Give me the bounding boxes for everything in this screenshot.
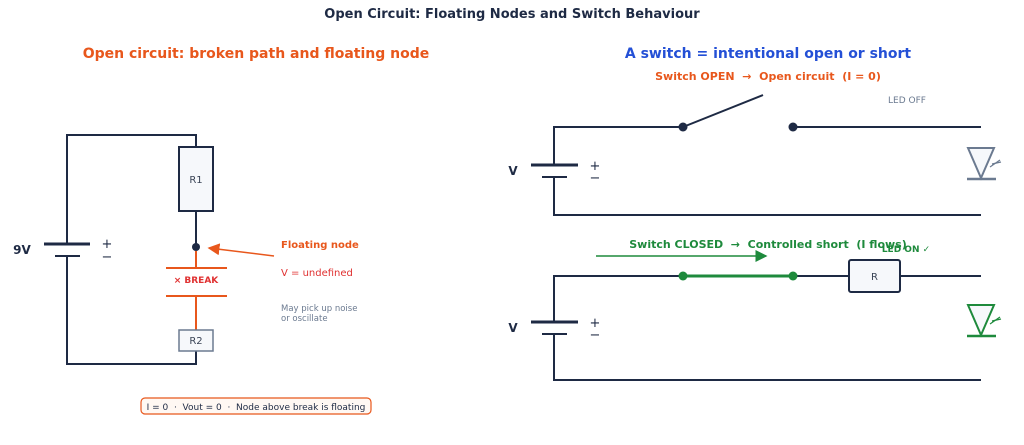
- led-on-label: LED ON ✓: [882, 245, 930, 255]
- open-circuit-wires: [553, 126, 981, 216]
- floating-node-arrow: [207, 243, 275, 257]
- closed-battery-minus: −: [590, 328, 601, 343]
- resistor-r-label: R: [871, 272, 878, 283]
- r2-label: R2: [189, 336, 202, 347]
- resistor-r2: R2: [178, 329, 214, 352]
- right-heading: A switch = intentional open or short: [625, 46, 912, 62]
- left-panel: Open circuit: broken path and floating n…: [13, 46, 430, 415]
- break-label: × BREAK: [174, 276, 220, 286]
- closed-battery-label: V: [508, 321, 518, 335]
- floating-node-dot: [192, 243, 200, 251]
- noise-note-line1: May pick up noise: [281, 304, 357, 314]
- battery-9v: 9V + −: [13, 237, 112, 265]
- summary-text: I = 0 · Vout = 0 · Node above break is f…: [147, 403, 366, 413]
- resistor-r1: R1: [178, 146, 214, 212]
- closed-battery: V + −: [508, 316, 600, 343]
- noise-note-line2: or oscillate: [281, 314, 328, 324]
- open-battery: V + −: [508, 159, 600, 186]
- closed-caption: Switch CLOSED → Controlled short (I flow…: [629, 238, 907, 251]
- battery-label: 9V: [13, 243, 31, 257]
- open-battery-label: V: [508, 164, 518, 178]
- open-switch: [678, 94, 798, 132]
- battery-minus: −: [102, 250, 113, 265]
- open-battery-plus: +: [590, 159, 601, 174]
- closed-switch: [678, 271, 798, 281]
- resistor-r: R: [848, 259, 901, 293]
- open-switch-circuit: Switch OPEN → Open circuit (I = 0) V + −: [508, 70, 1002, 216]
- r1-label: R1: [189, 175, 202, 186]
- summary-box: I = 0 · Vout = 0 · Node above break is f…: [140, 397, 372, 415]
- page-title: Open Circuit: Floating Nodes and Switch …: [324, 7, 700, 22]
- closed-battery-plus: +: [590, 316, 601, 331]
- closed-circuit-wires: [553, 275, 981, 381]
- right-panel: A switch = intentional open or short Swi…: [508, 46, 1002, 381]
- open-battery-minus: −: [590, 171, 601, 186]
- open-caption: Switch OPEN → Open circuit (I = 0): [655, 70, 881, 83]
- closed-switch-circuit: Switch CLOSED → Controlled short (I flow…: [508, 238, 1002, 381]
- battery-plus: +: [102, 237, 113, 252]
- led-on-icon: [966, 304, 1002, 338]
- floating-node-label: Floating node: [281, 240, 359, 251]
- left-circuit-wires: [66, 134, 197, 365]
- circuit-break: × BREAK: [166, 251, 227, 330]
- led-off-icon: [966, 147, 1002, 181]
- left-heading: Open circuit: broken path and floating n…: [83, 46, 430, 62]
- led-off-label: LED OFF: [888, 96, 926, 106]
- voltage-note: V = undefined: [281, 268, 353, 279]
